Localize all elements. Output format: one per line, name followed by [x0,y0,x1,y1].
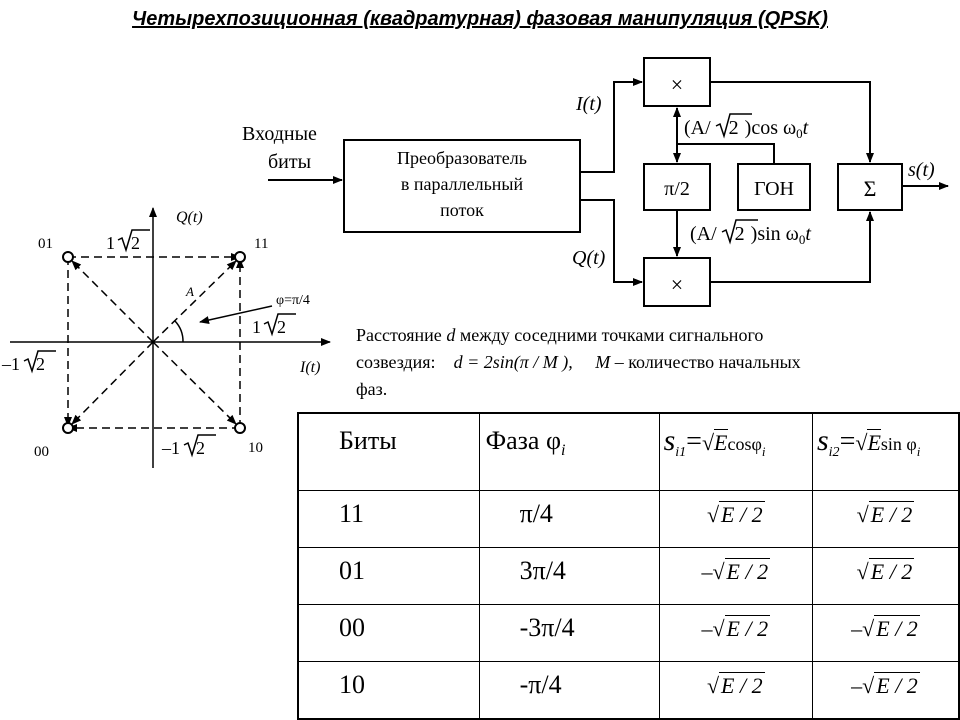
cell-phase: -3π/4 [478,604,660,662]
amplitude-label: A [185,284,194,299]
q-axis-label: Q(t) [176,209,203,226]
input-label-1: Входные [242,123,317,145]
converter-text-1: Преобразователь [397,148,527,168]
bottom-to-sum [710,211,874,283]
cell-bits: 00 [297,604,480,662]
generator-box [737,163,811,211]
phase-table: Биты Фаза φi si1=√Ecosφi si2=√Esin φi 11… [297,412,960,720]
point-00 [62,422,74,434]
input-label-2: биты [268,151,311,173]
converter-text-3: поток [440,200,484,220]
table-row: 10 -π/4 √E / 2 –√E / 2 [297,661,960,720]
cell-s1: √E / 2 [658,661,813,720]
right-sqrt [263,313,296,337]
label-10: 10 [248,440,263,456]
table-row: 11 π/4 √E / 2 √E / 2 [297,490,960,548]
angle-arc [174,320,184,343]
cell-bits: 01 [297,547,480,605]
label-11: 11 [254,236,268,252]
left-sqrt [23,350,56,374]
phase-shift-label: π/2 [664,178,690,200]
table-row: 01 3π/4 –√E / 2 √E / 2 [297,547,960,605]
label-01: 01 [38,236,53,252]
header-s2: si2=√Esin φi [811,412,960,491]
label-00: 00 [34,444,49,460]
table-row: 00 -3π/4 –√E / 2 –√E / 2 [297,604,960,662]
i-axis-label: I(t) [299,359,320,376]
sum-box [837,163,903,211]
i-path-label: I(t) [575,93,602,115]
phi-label: φ=π/4 [276,293,310,308]
distance-paragraph: Расстояние d между соседними точками сиг… [356,322,950,403]
gon-line [677,143,775,164]
top-sqrt [117,229,150,253]
cell-s1: –√E / 2 [658,604,813,662]
vector-01 [71,260,154,343]
multiplier-bottom-symbol: × [671,272,683,297]
converter-text-2: в параллельный [401,174,524,194]
cell-s2: –√E / 2 [811,661,960,720]
cell-s2: √E / 2 [811,490,960,548]
sum-symbol: Σ [864,176,877,201]
cell-phase: π/4 [478,490,660,548]
cell-bits: 10 [297,661,480,720]
block-diagram: Входные биты Преобразователь в параллель… [242,57,949,307]
multiplier-top-symbol: × [671,72,683,97]
cell-s1: –√E / 2 [658,547,813,605]
cos-sqrt-sign [715,113,752,139]
sin-label: (A/2)sin ω0t [690,223,811,247]
cell-s2: –√E / 2 [811,604,960,662]
q-path [580,199,643,286]
vector-11 [152,260,237,343]
para-line-2: созвездия: d = 2sin(π / M ), M – количес… [356,352,801,372]
point-10 [234,422,246,434]
i-path [580,78,643,173]
output-label: s(t) [908,159,935,181]
header-phase: Фаза φi [478,412,660,491]
cell-s2: √E / 2 [811,547,960,605]
point-01 [62,251,74,263]
vector-10 [152,341,237,425]
cell-phase: -π/4 [478,661,660,720]
angle-pointer [199,305,273,324]
converter-box [343,139,581,233]
cell-bits: 11 [297,490,480,548]
multiplier-top [643,57,711,107]
generator-label: ГОН [754,178,794,200]
distance-formula: d = 2sin(π / M ), [453,352,573,372]
vector-00 [71,341,154,425]
page-title: Четырехпозиционная (квадратурная) фазова… [132,8,828,30]
header-bits: Биты [297,412,480,491]
para-line-1: Расстояние d между соседними точками сиг… [356,325,764,345]
bottom-sqrt [183,434,216,458]
header-s1: si1=√Ecosφi [658,412,813,491]
phase-shift-box [643,163,711,211]
sin-sqrt-sign [721,219,758,245]
cell-s1: √E / 2 [658,490,813,548]
para-line-3: фаз. [356,379,388,399]
cos-label: (A/2)cos ω0t [684,117,809,141]
table-header-row: Биты Фаза φi si1=√Ecosφi si2=√Esin φi [297,412,960,491]
q-path-label: Q(t) [572,247,606,269]
cell-phase: 3π/4 [478,547,660,605]
top-to-sum [710,81,874,163]
point-11 [234,251,246,263]
